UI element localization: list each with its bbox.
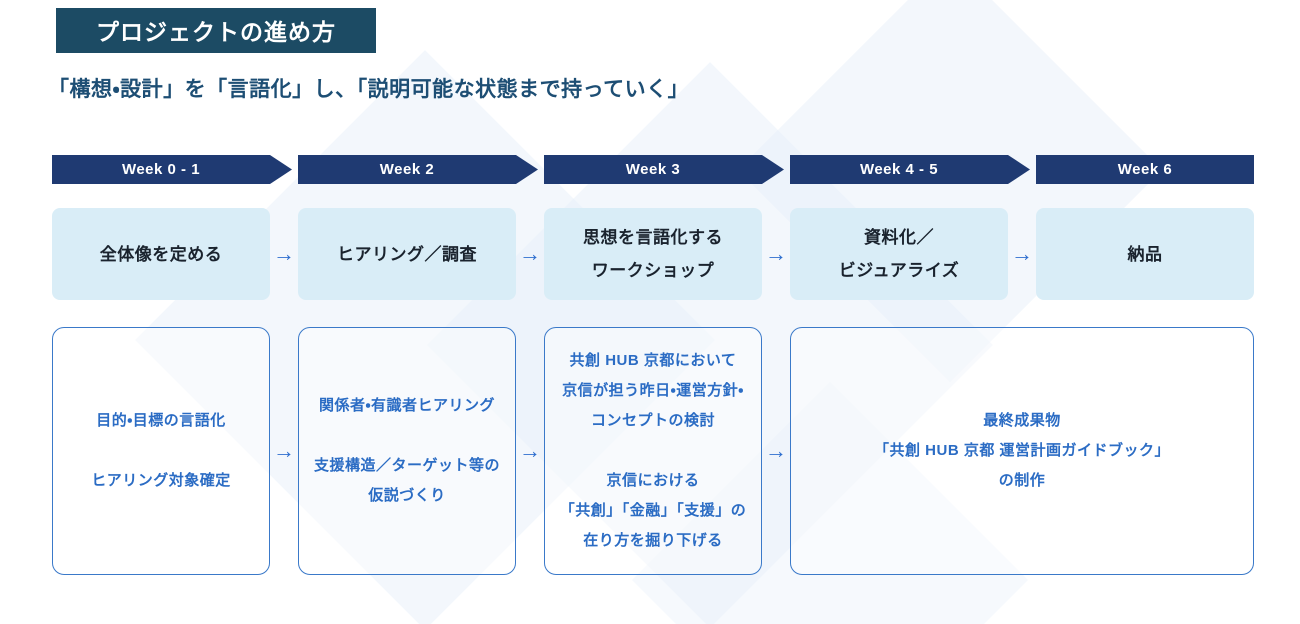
phase-box-delivery: 納品 (1036, 208, 1254, 300)
right-arrow-icon: → (519, 438, 541, 463)
week-arrow-4-5: Week 4 - 5 (790, 155, 1030, 184)
phase-box-workshop: 思想を言語化する ワークショップ (544, 208, 762, 300)
right-arrow-icon: → (519, 241, 541, 266)
week-arrow-0-1: Week 0 - 1 (52, 155, 292, 184)
week-label: Week 6 (1117, 161, 1173, 178)
detail-row: 目的・目標の言語化 ヒアリング対象確定 関係者・有識者ヒアリング 支援構造／ター… (52, 327, 1254, 575)
phase-box-define-overview: 全体像を定める (52, 208, 270, 300)
right-arrow-icon: → (765, 438, 787, 463)
right-arrow-icon: → (273, 241, 295, 266)
phase-box-hearing-research: ヒアリング／調査 (298, 208, 516, 300)
week-arrow-3: Week 3 (544, 155, 784, 184)
week-label: Week 0 - 1 (121, 161, 201, 178)
detail-box-week3: 共創 HUB 京都において 京信が担う昨日・運営方針・ コンセプトの検討 京信に… (544, 327, 762, 575)
detail-box-week2: 関係者・有識者ヒアリング 支援構造／ターゲット等の 仮説づくり (298, 327, 516, 575)
detail-box-week0-1: 目的・目標の言語化 ヒアリング対象確定 (52, 327, 270, 575)
phase-box-visualize: 資料化／ ビジュアライズ (790, 208, 1008, 300)
week-banner-row: Week 0 - 1 Week 2 Week 3 Week 4 - 5 Week… (52, 155, 1254, 184)
week-label: Week 2 (379, 161, 435, 178)
right-arrow-icon: → (273, 438, 295, 463)
right-arrow-icon: → (1011, 241, 1033, 266)
page-subtitle: 「構想・設計」を「言語化」し、「説明可能な状態まで持っていく」 (48, 78, 690, 101)
phase-row: 全体像を定める ヒアリング／調査 思想を言語化する ワークショップ 資料化／ ビ… (52, 208, 1254, 300)
week-box-6: Week 6 (1036, 155, 1254, 184)
week-label: Week 4 - 5 (859, 161, 939, 178)
week-label: Week 3 (625, 161, 681, 178)
week-arrow-2: Week 2 (298, 155, 538, 184)
final-deliverable-box: 最終成果物 「共創 HUB 京都 運営計画ガイドブック」 の制作 (790, 327, 1254, 575)
right-arrow-icon: → (765, 241, 787, 266)
page-title: プロジェクトの進め方 (56, 8, 376, 53)
